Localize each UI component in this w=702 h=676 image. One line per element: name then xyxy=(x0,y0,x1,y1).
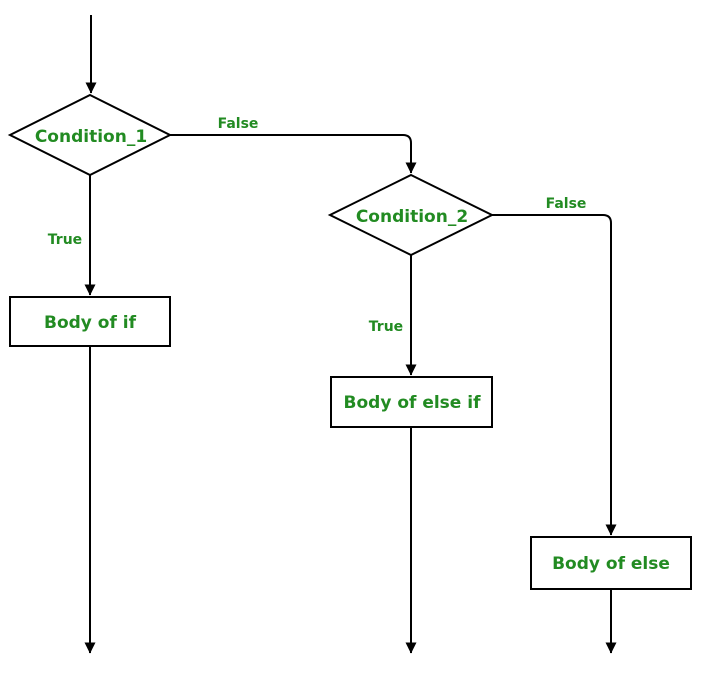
body-of-if-label: Body of if xyxy=(44,313,137,333)
condition-1-true-label: True xyxy=(48,232,82,248)
condition-1-label: Condition_1 xyxy=(35,127,147,147)
body-of-else-box xyxy=(530,536,692,590)
condition-2-false-label: False xyxy=(546,196,587,212)
edge-condition-1-false xyxy=(170,134,417,174)
edge-condition-2-false xyxy=(492,214,617,536)
condition-2-true-label: True xyxy=(369,319,403,335)
condition-1-false-label: False xyxy=(218,116,259,132)
body-of-else-label: Body of else xyxy=(552,554,670,574)
condition-1-diamond xyxy=(7,93,173,177)
condition-2-diamond xyxy=(327,173,495,257)
body-of-else-if-box xyxy=(330,376,493,428)
body-of-if-box xyxy=(9,296,171,347)
body-of-else-if-label: Body of else if xyxy=(344,393,482,413)
condition-2-label: Condition_2 xyxy=(356,207,468,227)
